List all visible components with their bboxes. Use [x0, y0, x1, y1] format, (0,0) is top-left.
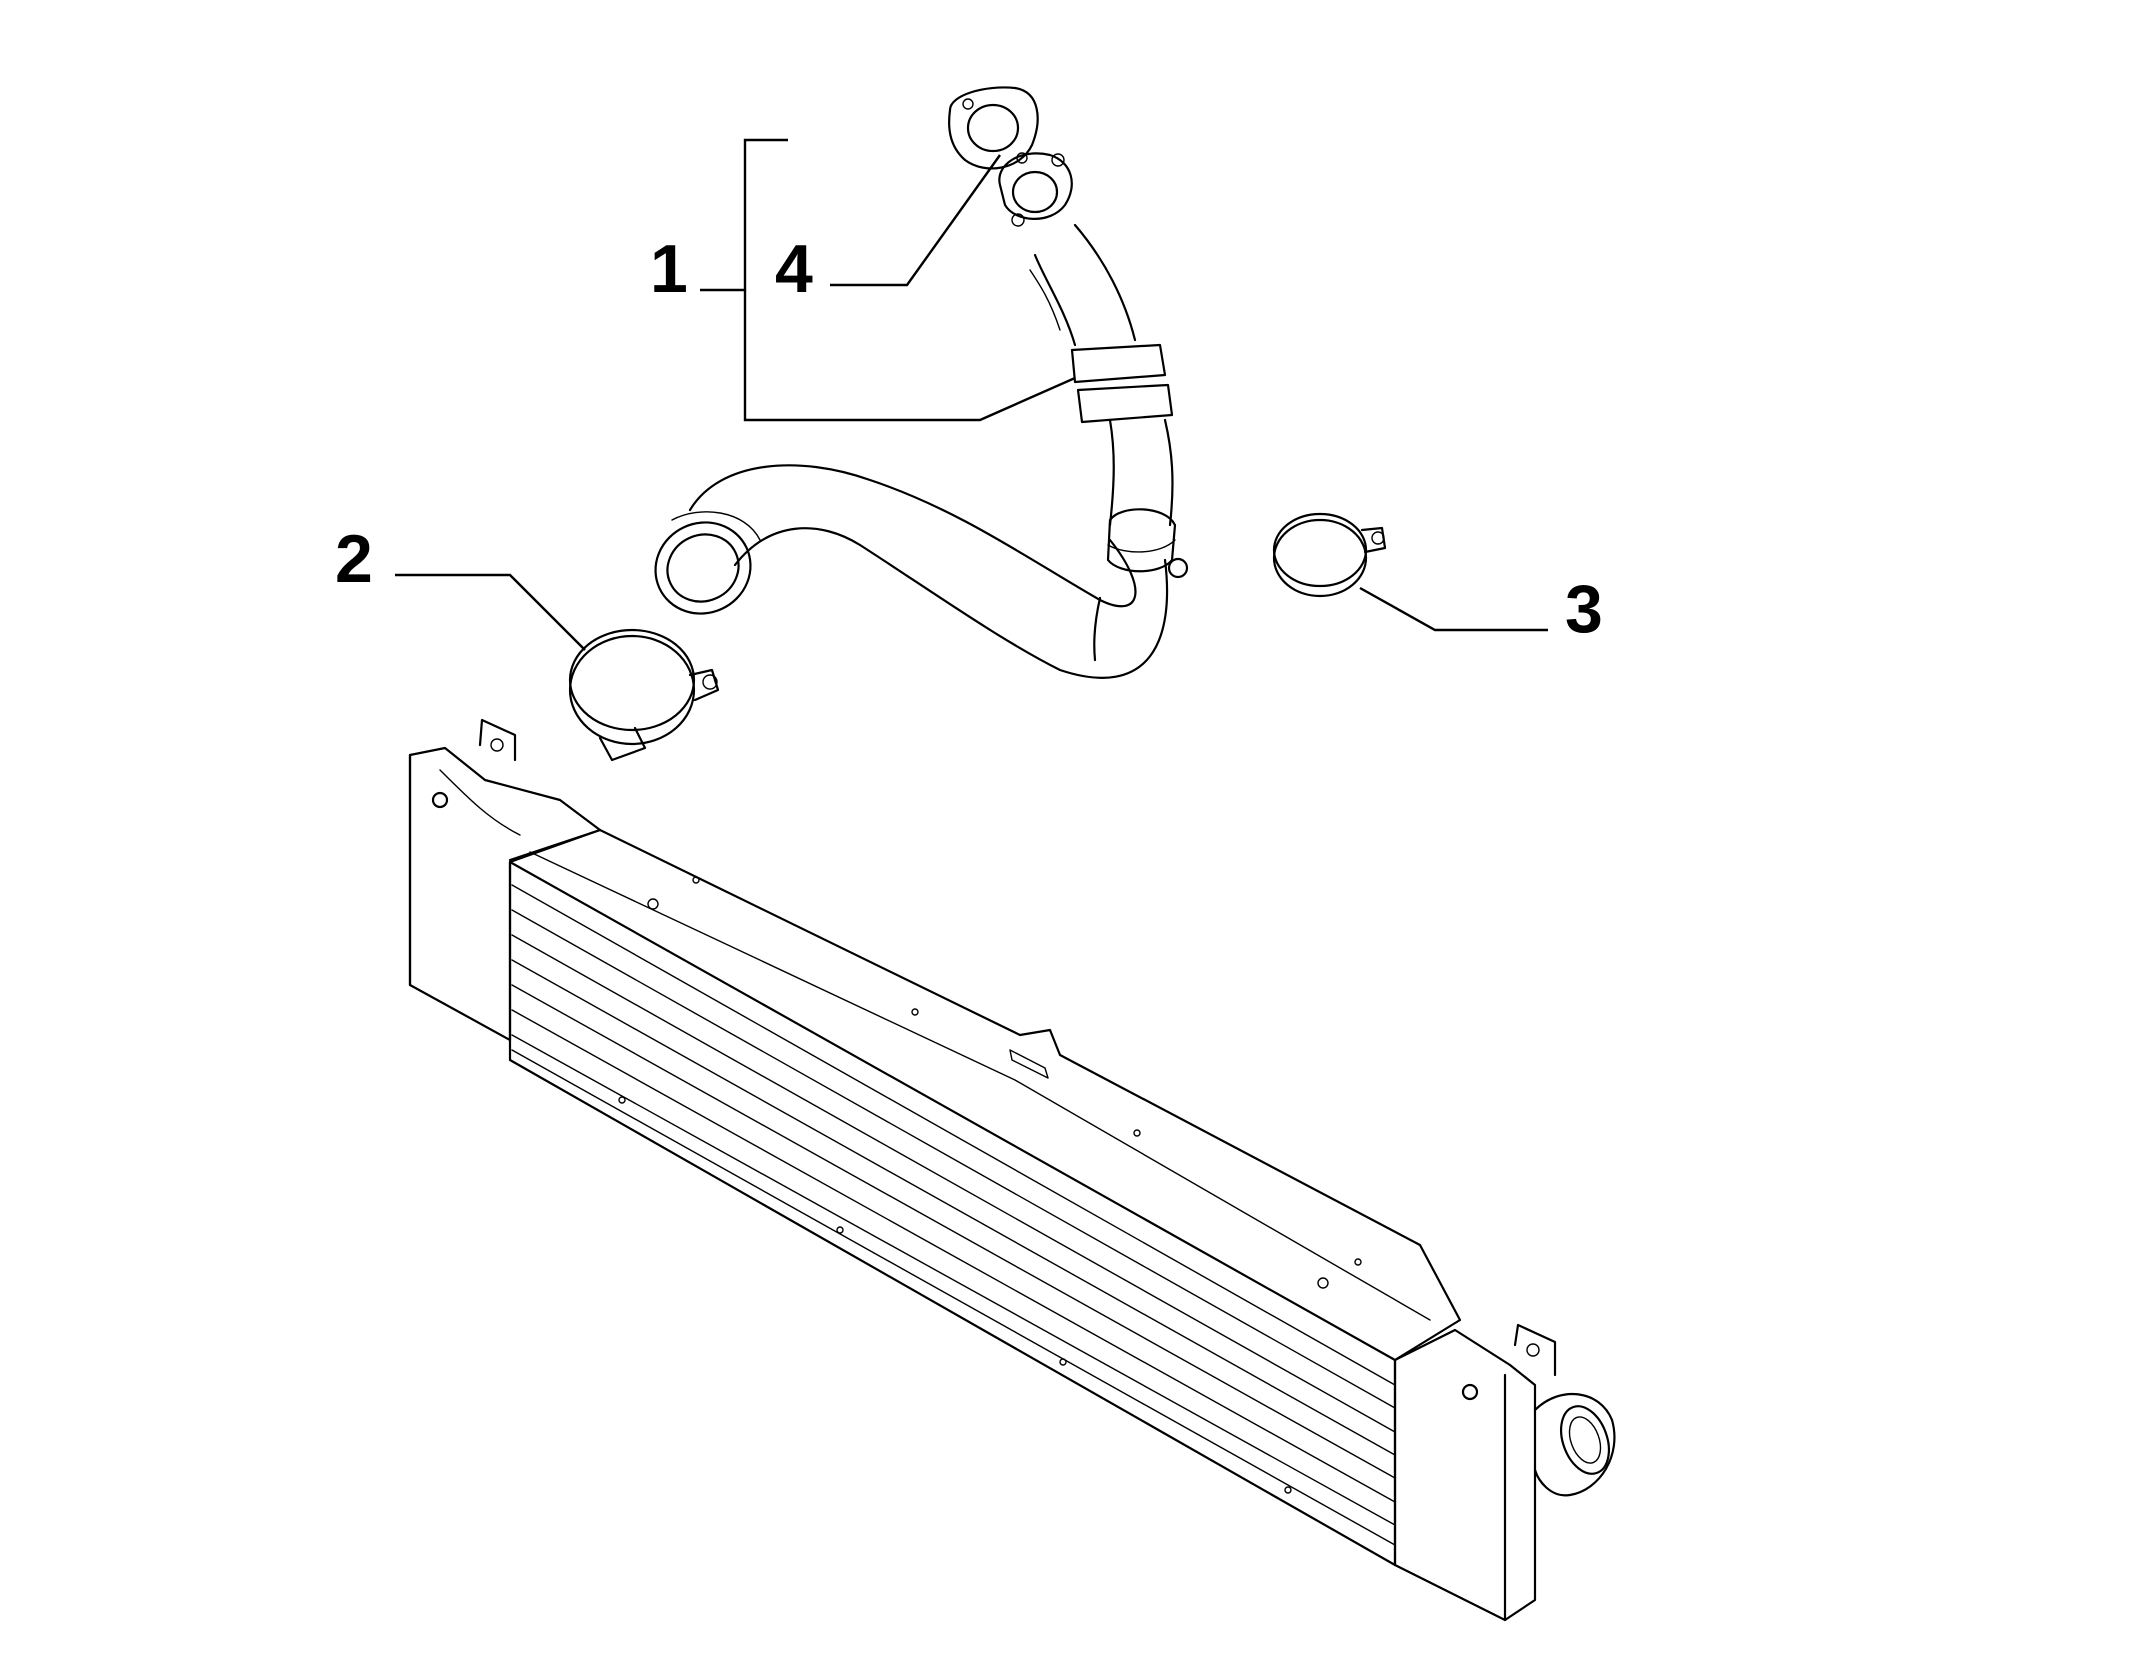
hose-clamp-lower: [568, 628, 720, 762]
callout-2: 2: [335, 521, 373, 597]
callout-1: 1: [650, 231, 688, 307]
leader-lines: [395, 138, 1548, 651]
intercooler-core: [408, 718, 1616, 1622]
hose-clamp-upper: [1272, 512, 1387, 598]
callout-4: 4: [775, 231, 813, 307]
leader-1: [700, 138, 788, 292]
leader-2: [395, 573, 586, 651]
callout-3: 3: [1565, 571, 1603, 647]
intercooler-hose-assembly: [654, 152, 1189, 679]
flange-gasket: [948, 86, 1039, 170]
leader-4: [830, 154, 1001, 287]
leader-3: [1359, 586, 1548, 632]
